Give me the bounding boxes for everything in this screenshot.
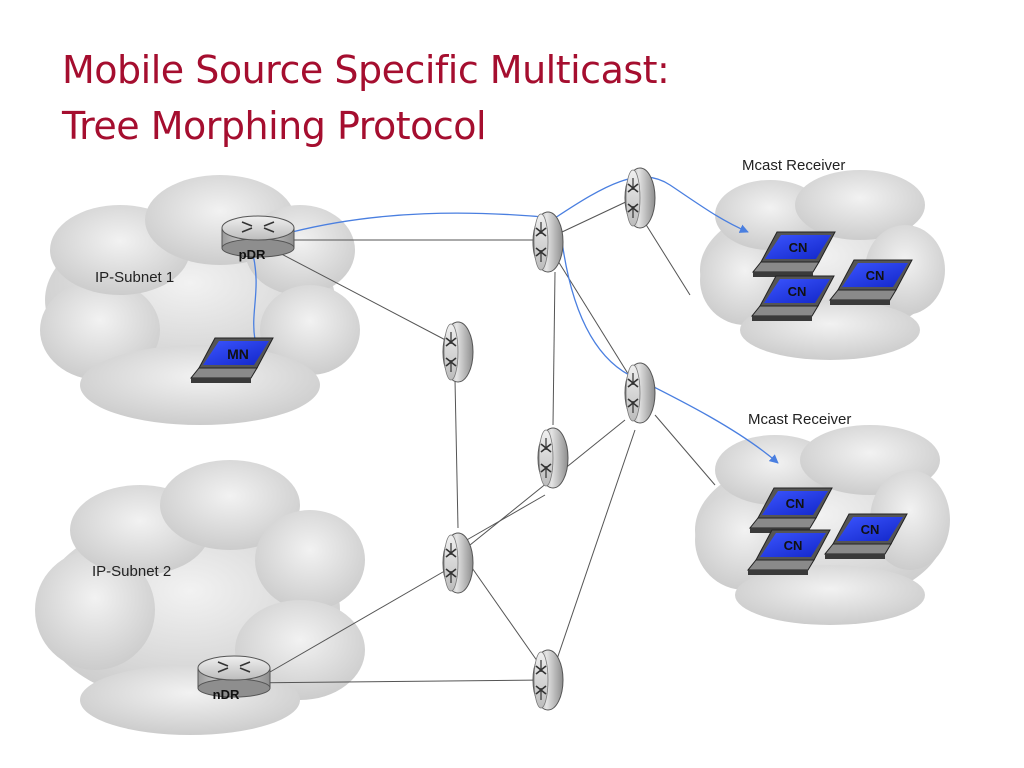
receiver-1-label: Mcast Receiver: [742, 157, 845, 174]
title-line-1: Mobile Source Specific Multicast:: [62, 48, 670, 92]
laptop-cn-label: CN: [861, 522, 880, 537]
cloud-subnet-2: [35, 460, 365, 735]
router-pdr-label: pDR: [239, 247, 266, 262]
laptop-cn-r1-c: CN: [751, 275, 835, 322]
router-pdr: pDR: [221, 215, 295, 262]
laptop-cn-r1-a: CN: [752, 231, 836, 278]
laptop-mobile-node: MN: [190, 337, 274, 384]
router-left-middle: [442, 321, 474, 383]
laptop-cn-label: CN: [789, 240, 808, 255]
laptop-cn-label: CN: [788, 284, 807, 299]
laptop-mobile-node-label: MN: [227, 346, 249, 362]
router-receiver-1-edge: [624, 167, 656, 229]
cloud-subnet-1: [40, 175, 360, 425]
laptop-cn-r2-b: CN: [824, 513, 908, 560]
router-core-top: [532, 211, 564, 273]
router-bottom: [532, 649, 564, 711]
router-ndr: nDR: [197, 655, 271, 702]
router-left-lower: [442, 532, 474, 594]
laptop-cn-label: CN: [866, 268, 885, 283]
laptop-cn-label: CN: [786, 496, 805, 511]
title-line-2: Tree Morphing Protocol: [62, 104, 487, 148]
laptop-cn-r1-b: CN: [829, 259, 913, 306]
laptop-cn-r2-a: CN: [749, 487, 833, 534]
laptop-cn-r2-c: CN: [747, 529, 831, 576]
router-ndr-label: nDR: [213, 687, 240, 702]
laptop-cn-label: CN: [784, 538, 803, 553]
subnet-2-label: IP-Subnet 2: [92, 563, 171, 580]
subnet-1-label: IP-Subnet 1: [95, 269, 174, 286]
router-receiver-2-edge: [624, 362, 656, 424]
cloud-receiver-2: [695, 425, 950, 625]
router-center: [537, 427, 569, 489]
receiver-2-label: Mcast Receiver: [748, 411, 851, 428]
